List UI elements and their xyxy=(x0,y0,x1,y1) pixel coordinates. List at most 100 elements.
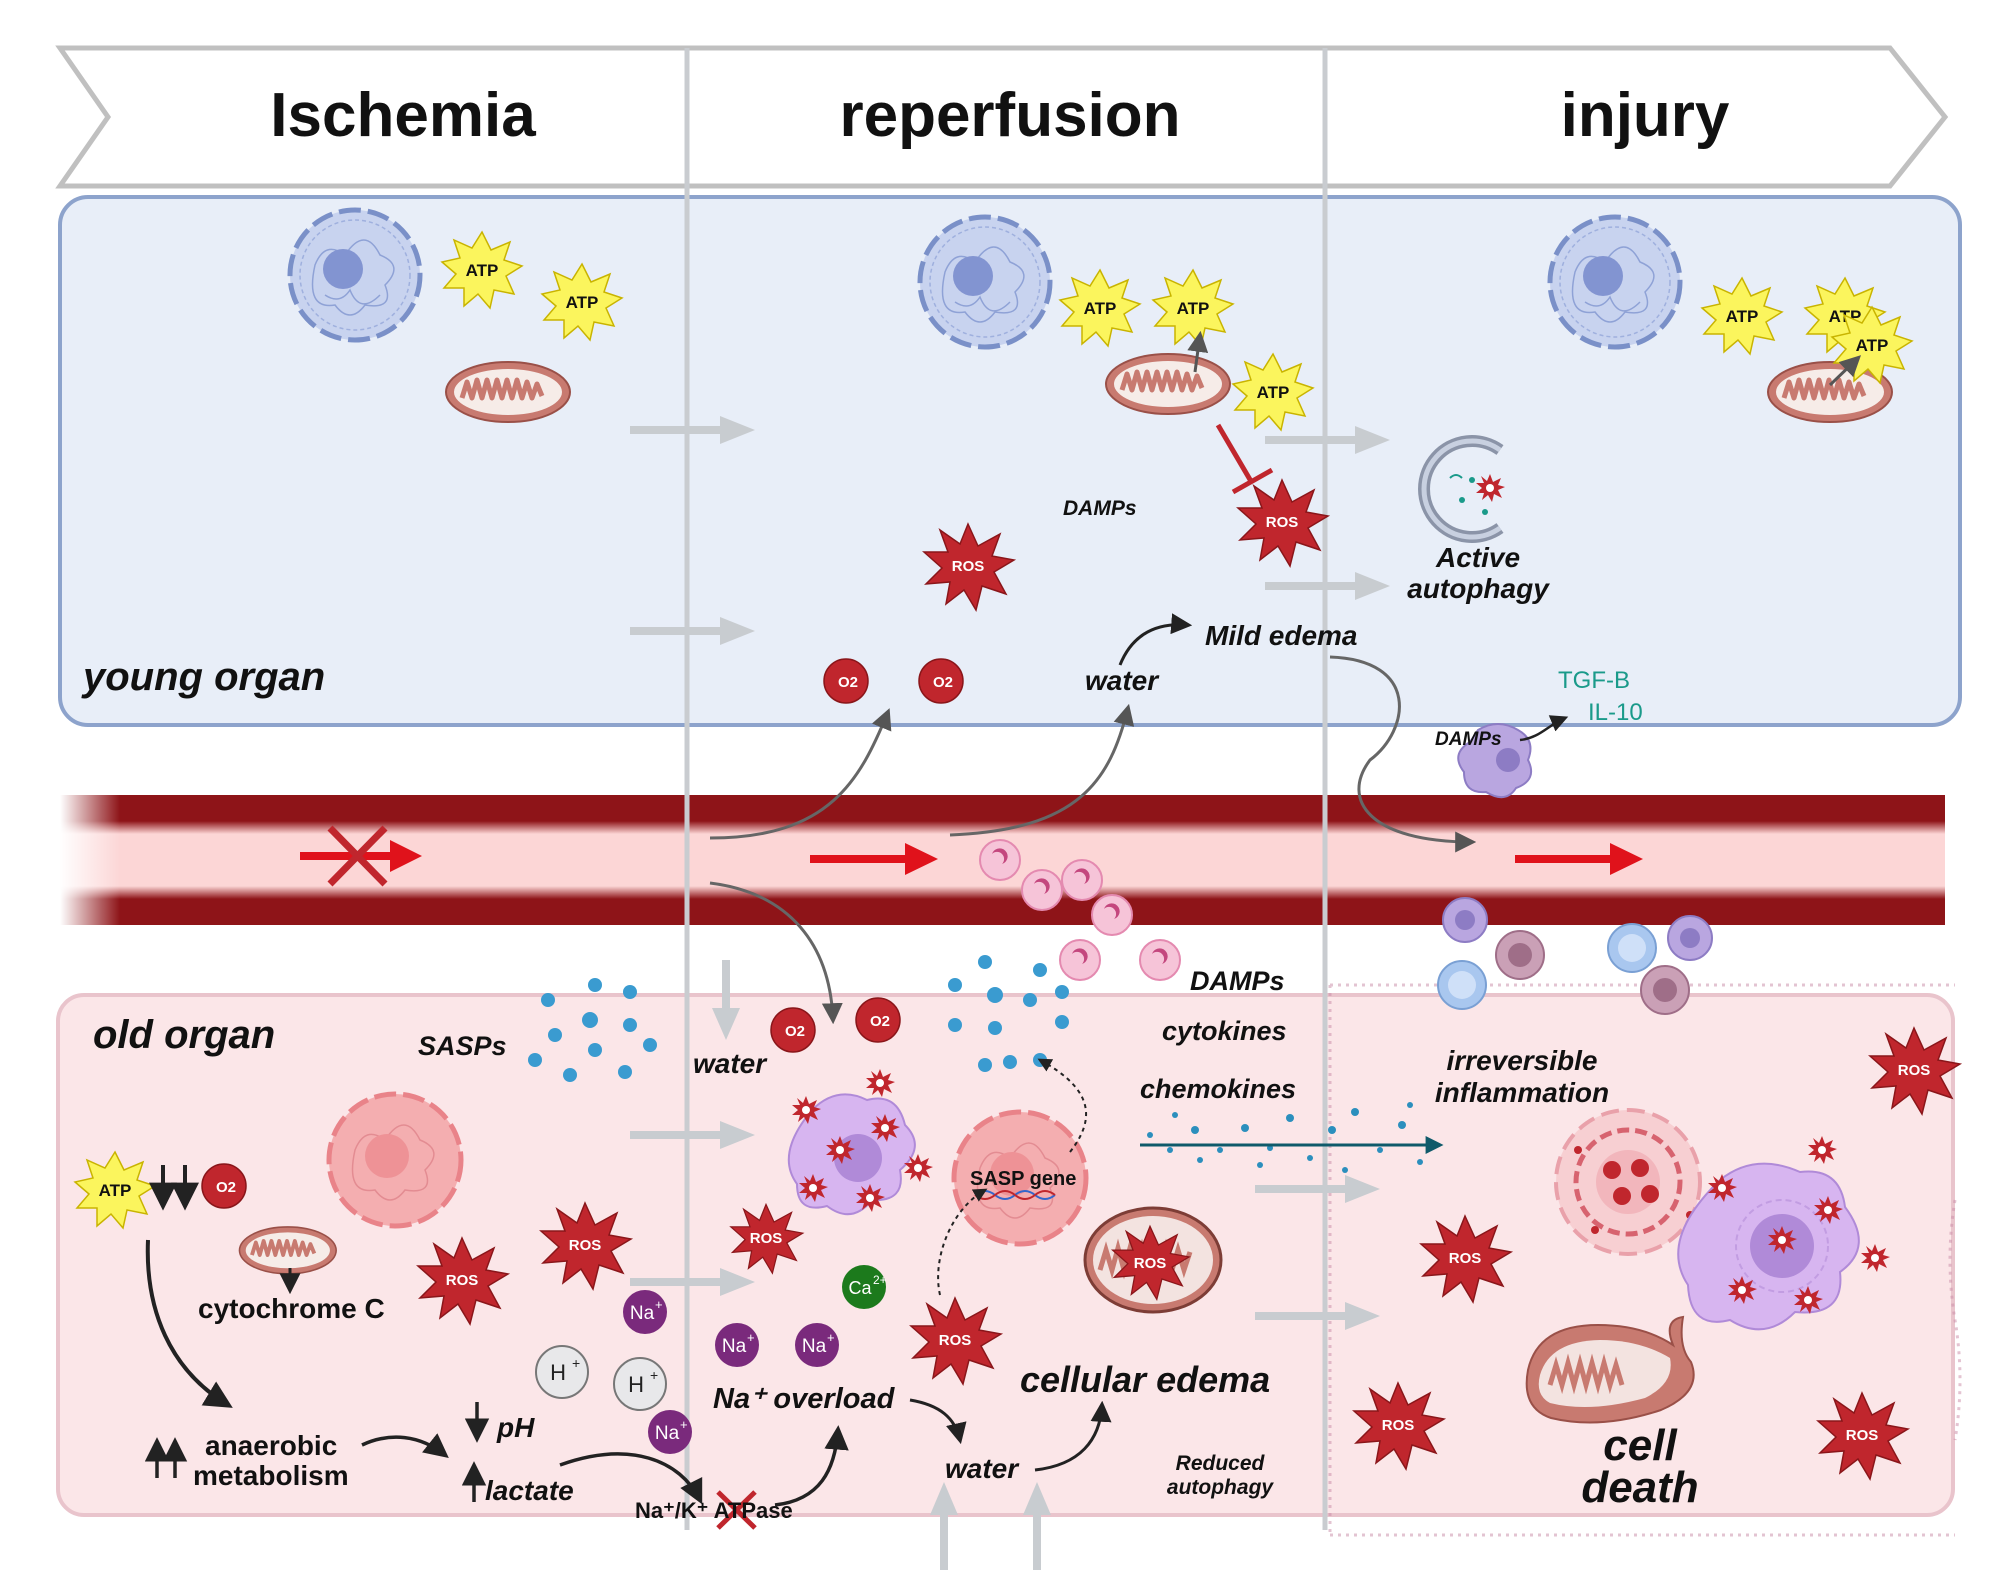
atp-star: ATP xyxy=(1232,353,1314,431)
svg-text:ATP: ATP xyxy=(466,261,499,280)
chemokines-label: chemokines xyxy=(1140,1074,1296,1104)
svg-text:Ca: Ca xyxy=(848,1278,872,1298)
svg-text:ATP: ATP xyxy=(1726,307,1759,326)
svg-text:O2: O2 xyxy=(838,674,858,691)
flow-arrows-old xyxy=(630,1121,1380,1330)
lactate-to-atpase-arrow xyxy=(559,1452,703,1505)
superoxide: O2 xyxy=(823,658,869,704)
ros-star: ROS xyxy=(1237,479,1329,567)
superoxide: O2 xyxy=(855,997,901,1043)
blood-flow-arrow xyxy=(810,843,938,875)
svg-text:O2: O2 xyxy=(933,674,953,691)
dying-macrophage xyxy=(1677,1162,1860,1331)
dna-strand xyxy=(974,1190,1056,1200)
svg-text:H: H xyxy=(550,1360,566,1385)
h-ion: H+ xyxy=(613,1357,667,1411)
svg-text:ATP: ATP xyxy=(1257,383,1290,402)
svg-text:+: + xyxy=(572,1355,580,1371)
old-cell-ischemia xyxy=(329,1094,461,1226)
active-autophagy-label: Active xyxy=(1435,542,1520,573)
irreversible-label: irreversible xyxy=(1447,1045,1598,1076)
ros-star: ROS xyxy=(730,1203,804,1274)
svg-text:ROS: ROS xyxy=(1382,1417,1415,1434)
cytochrome-label: cytochrome C xyxy=(198,1293,385,1324)
old-organ-panel xyxy=(56,993,1955,1517)
atp-star: ATP xyxy=(441,231,523,309)
cellular-edema-label: cellular edema xyxy=(1020,1359,1270,1400)
water-to-edema-arrow xyxy=(1034,1400,1112,1472)
active-autophagy-label: autophagy xyxy=(1407,573,1550,604)
atp-star: ATP xyxy=(541,263,623,341)
svg-text:Na: Na xyxy=(655,1423,680,1444)
old-mito-ischemia xyxy=(237,1224,339,1276)
ros-star: ROS xyxy=(1353,1382,1445,1470)
svg-text:+: + xyxy=(827,1330,835,1345)
ros-star: ROS xyxy=(910,1297,1002,1385)
mild-edema-label: Mild edema xyxy=(1205,620,1357,651)
svg-text:H: H xyxy=(628,1372,644,1397)
na-ion: Na+ xyxy=(648,1410,692,1454)
flow-arrows-young xyxy=(630,416,1390,645)
cell-death-label: cell xyxy=(1603,1421,1677,1470)
svg-text:+: + xyxy=(747,1330,755,1345)
tgfb-label: TGF-B xyxy=(1558,667,1630,694)
svg-text:ROS: ROS xyxy=(446,1272,479,1289)
svg-text:ATP: ATP xyxy=(99,1181,132,1200)
svg-text:+: + xyxy=(655,1297,663,1312)
cytokine-release-arrow xyxy=(1519,715,1569,742)
superoxide: O2 xyxy=(918,658,964,704)
svg-text:ROS: ROS xyxy=(952,558,985,575)
macrophage-icon xyxy=(1457,723,1532,799)
young-organ-panel xyxy=(58,195,1962,727)
water-in-arrow xyxy=(712,960,740,1040)
young-mito-ischemia xyxy=(446,362,570,422)
atpase-to-overload-arrow xyxy=(774,1425,849,1507)
atpase-label: Na⁺/K⁺ ATPase xyxy=(635,1498,793,1523)
svg-text:O2: O2 xyxy=(785,1023,805,1040)
atp-release-arrow xyxy=(1187,330,1209,373)
svg-text:ROS: ROS xyxy=(750,1230,783,1247)
svg-text:ROS: ROS xyxy=(1266,514,1299,531)
svg-text:ROS: ROS xyxy=(1134,1255,1167,1272)
water-label-old-2: water xyxy=(945,1453,1020,1484)
svg-text:ATP: ATP xyxy=(1177,299,1210,318)
svg-text:O2: O2 xyxy=(216,1179,236,1196)
apoptotic-cell xyxy=(1554,1108,1702,1256)
sasps-label: SASPs xyxy=(418,1031,507,1061)
superoxide: O2 xyxy=(201,1163,247,1209)
reduced-autophagy-label: Reduced xyxy=(1176,1452,1266,1475)
ros-star: ROS xyxy=(417,1237,509,1325)
anaerobic-label: anaerobic xyxy=(205,1430,337,1461)
ros-star: ROS xyxy=(1817,1392,1909,1480)
ros-star: ROS xyxy=(923,523,1015,611)
atp-star: ATP xyxy=(1701,277,1783,355)
irreversible-label: inflammation xyxy=(1435,1077,1609,1108)
young-cell-injury xyxy=(1550,217,1680,347)
superoxide: O2 xyxy=(770,1007,816,1053)
old-flow-arrow xyxy=(709,881,843,1025)
immune-cells-injury xyxy=(1437,897,1713,1015)
reduced-autophagy-label: autophagy xyxy=(1167,1476,1274,1499)
ph-label: pH xyxy=(496,1412,535,1443)
old-organ-label: old organ xyxy=(93,1013,275,1057)
atpase-blocked-icon xyxy=(716,1490,757,1530)
damps-macrophage-label: DAMPs xyxy=(1435,729,1502,750)
svg-text:ATP: ATP xyxy=(566,293,599,312)
svg-text:ATP: ATP xyxy=(1084,299,1117,318)
svg-text:2+: 2+ xyxy=(873,1273,887,1287)
ros-star: ROS xyxy=(1420,1215,1512,1303)
anaerobic-arrow xyxy=(145,1239,233,1408)
damps-label: DAMPs xyxy=(1063,497,1137,520)
atp-star: ATP xyxy=(1831,306,1913,384)
chemokine-stream xyxy=(1147,1102,1423,1173)
blocked-flow-arrow xyxy=(300,825,422,887)
water-flow-arrow xyxy=(949,703,1135,837)
atp-star: ATP xyxy=(1059,269,1141,347)
overload-to-water-arrow xyxy=(909,1398,967,1445)
cell-death-label: death xyxy=(1581,1463,1698,1512)
damps-label-old: DAMPs xyxy=(1190,966,1285,996)
ros-star: ROS xyxy=(1869,1027,1961,1115)
edema-arrow xyxy=(1118,613,1193,666)
ros-star: ROS xyxy=(1111,1225,1190,1301)
